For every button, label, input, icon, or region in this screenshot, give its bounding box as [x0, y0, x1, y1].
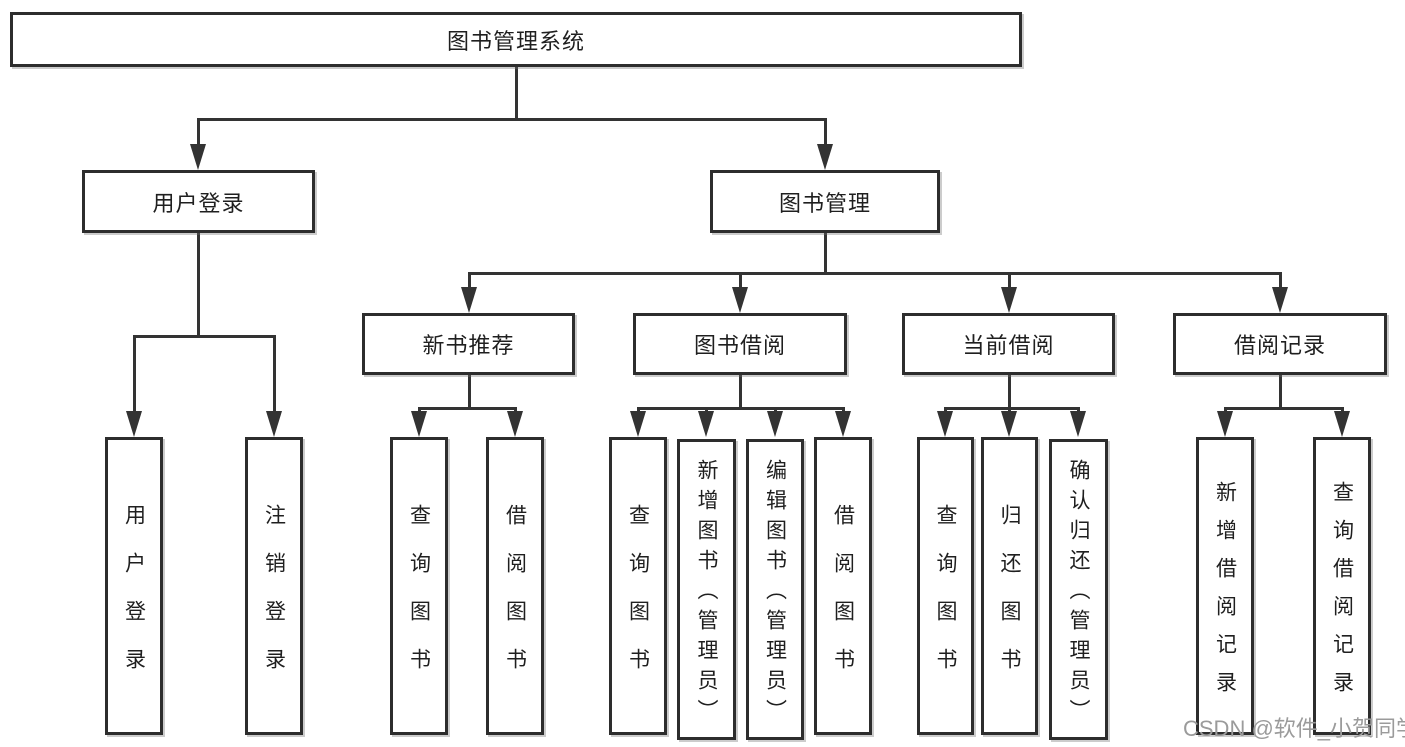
- connector-user-login-stub: [196, 233, 200, 337]
- arrowhead-bb-query: [630, 411, 646, 437]
- leaf-cb-query-books: 查询图书: [917, 437, 974, 735]
- arrowhead-book-borrow: [732, 287, 748, 313]
- connector-book-borrow-stub: [738, 375, 742, 409]
- leaf-cb-return-books-label: 归还图书: [998, 503, 1021, 696]
- arrowhead-cb-return: [1001, 411, 1017, 437]
- node-user-login: 用户登录: [82, 170, 315, 233]
- connector-level1-hline: [196, 118, 827, 121]
- arrowhead-br-query: [1334, 411, 1350, 437]
- connector-to-new-books: [467, 272, 471, 289]
- leaf-nb-query-books: 查询图书: [390, 437, 448, 735]
- connector-to-borrow-records: [1278, 272, 1282, 289]
- node-borrow-records-label: 借阅记录: [1233, 333, 1326, 358]
- arrowhead-br-add: [1217, 411, 1233, 437]
- leaf-logout-label: 注销登录: [262, 503, 286, 696]
- connector-to-book-mgmt: [823, 118, 827, 146]
- connector-level3-hline: [467, 272, 1282, 275]
- connector-book-borrow-hline: [636, 407, 845, 410]
- leaf-cb-confirm-return-label: 确认归还（管理员）: [1067, 459, 1090, 729]
- leaf-nb-query-books-label: 查询图书: [407, 503, 431, 696]
- connector-current-borrow-stub: [1007, 375, 1011, 409]
- connector-to-current-borrow: [1007, 272, 1011, 289]
- leaf-cb-return-books: 归还图书: [981, 437, 1038, 735]
- arrowhead-nb-query: [411, 411, 427, 437]
- leaf-bb-borrow-books: 借阅图书: [814, 437, 872, 735]
- leaf-cb-confirm-return: 确认归还（管理员）: [1049, 439, 1108, 740]
- leaf-user-login-label: 用户登录: [122, 503, 146, 696]
- leaf-bb-query-books: 查询图书: [609, 437, 667, 735]
- connector-to-leaf-logout: [272, 335, 276, 413]
- leaf-nb-borrow-books: 借阅图书: [486, 437, 544, 735]
- arrowhead-leaf-logout: [266, 411, 282, 437]
- node-book-mgmt-label: 图书管理: [778, 190, 871, 216]
- leaf-br-query-record: 查询借阅记录: [1313, 437, 1371, 735]
- connector-user-login-hline: [132, 335, 276, 338]
- leaf-nb-borrow-books-label: 借阅图书: [503, 503, 527, 696]
- leaf-br-add-record: 新增借阅记录: [1196, 437, 1254, 735]
- connector-to-user-login: [196, 118, 200, 146]
- leaf-bb-add-books-label: 新增图书（管理员）: [695, 459, 718, 729]
- leaf-bb-query-books-label: 查询图书: [626, 503, 650, 696]
- node-root: 图书管理系统: [10, 12, 1022, 67]
- node-current-borrow-label: 当前借阅: [962, 333, 1055, 358]
- arrowhead-bb-edit: [767, 411, 783, 437]
- arrowhead-cb-query: [937, 411, 953, 437]
- leaf-cb-query-books-label: 查询图书: [934, 503, 957, 696]
- connector-book-mgmt-stub: [823, 233, 827, 275]
- arrowhead-new-books: [461, 287, 477, 313]
- arrowhead-bb-add: [698, 411, 714, 437]
- connector-new-books-stub: [467, 375, 471, 409]
- node-root-label: 图书管理系统: [446, 28, 585, 54]
- arrowhead-cb-confirm: [1070, 411, 1086, 437]
- arrowhead-user-login: [190, 144, 206, 170]
- connector-current-borrow-hline: [944, 407, 1080, 410]
- arrowhead-current-borrow: [1001, 287, 1017, 313]
- leaf-logout: 注销登录: [245, 437, 303, 735]
- node-user-login-label: 用户登录: [152, 190, 245, 216]
- connector-borrow-records-hline: [1223, 407, 1344, 410]
- connector-borrow-records-stub: [1278, 375, 1282, 409]
- arrowhead-bb-borrow: [835, 411, 851, 437]
- leaf-br-add-record-label: 新增借阅记录: [1213, 480, 1237, 709]
- leaf-br-query-record-label: 查询借阅记录: [1330, 480, 1354, 709]
- leaf-bb-add-books: 新增图书（管理员）: [677, 439, 736, 740]
- connector-to-leaf-user-login: [132, 335, 136, 413]
- arrowhead-borrow-records: [1272, 287, 1288, 313]
- node-new-books-label: 新书推荐: [422, 333, 515, 358]
- leaf-bb-edit-books: 编辑图书（管理员）: [746, 439, 804, 740]
- leaf-bb-edit-books-label: 编辑图书（管理员）: [763, 459, 787, 729]
- node-current-borrow: 当前借阅: [902, 313, 1115, 375]
- arrowhead-book-mgmt: [817, 144, 833, 170]
- connector-to-book-borrow: [738, 272, 742, 289]
- arrowhead-nb-borrow: [507, 411, 523, 437]
- node-book-mgmt: 图书管理: [710, 170, 940, 233]
- leaf-user-login: 用户登录: [105, 437, 163, 735]
- node-book-borrow-label: 图书借阅: [693, 333, 786, 358]
- leaf-bb-borrow-books-label: 借阅图书: [831, 503, 855, 696]
- node-borrow-records: 借阅记录: [1173, 313, 1387, 375]
- arrowhead-leaf-user-login: [126, 411, 142, 437]
- csdn-watermark: CSDN @软件_小贺同学: [1183, 716, 1405, 741]
- node-new-books: 新书推荐: [362, 313, 575, 375]
- connector-new-books-hline: [417, 407, 517, 410]
- connector-root-stub: [514, 67, 518, 120]
- node-book-borrow: 图书借阅: [633, 313, 847, 375]
